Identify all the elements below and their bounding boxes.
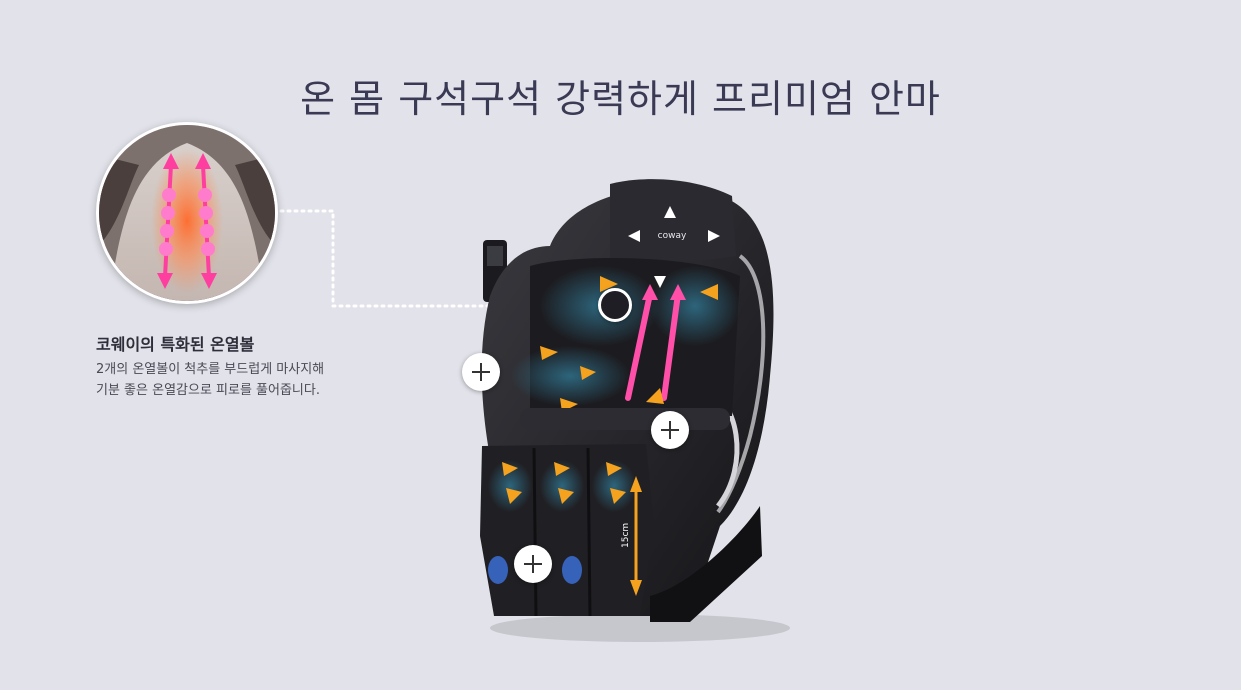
hotspot-armrest-button[interactable] (651, 411, 689, 449)
plus-icon (661, 421, 679, 439)
massage-chair-image: coway 15cm (480, 179, 790, 642)
plus-icon (472, 363, 490, 381)
feature-description-line: 2개의 온열볼이 척추를 부드럽게 마사지해 (96, 362, 325, 377)
feature-title: 코웨이의 특화된 온열볼 (96, 335, 255, 354)
chair-brand-logo: coway (658, 231, 687, 241)
leg-range-label: 15cm (621, 523, 631, 548)
page-title: 온 몸 구석구석 강력하게 프리미엄 안마 (300, 77, 941, 121)
heat-ball-target-marker (598, 288, 632, 322)
hotspot-upper-body-button[interactable] (462, 353, 500, 391)
feature-description: 2개의 온열볼이 척추를 부드럽게 마사지해 기분 좋은 온열감으로 피로를 풀… (96, 359, 324, 401)
plus-icon (524, 555, 542, 573)
hotspot-leg-button[interactable] (514, 545, 552, 583)
heat-ball-detail-image (96, 122, 278, 304)
feature-description-line: 기분 좋은 온열감으로 피로를 풀어줍니다. (96, 383, 320, 398)
